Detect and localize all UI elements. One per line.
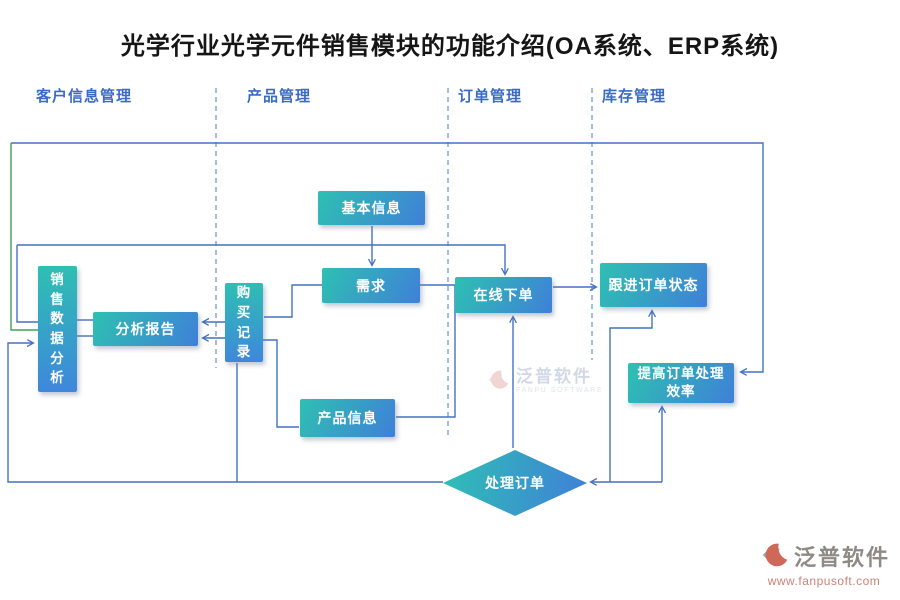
- node-demand-label: 需求: [356, 277, 386, 294]
- node-online-order-label: 在线下单: [473, 287, 534, 303]
- node-demand: 需求: [322, 268, 420, 303]
- node-sales-data-analysis-char: 数: [50, 311, 65, 327]
- node-basic-info-label: 基本信息: [341, 200, 402, 216]
- fanpu-logo-icon: [762, 543, 788, 567]
- lane-separators: [215, 88, 593, 436]
- node-purchase-record-char: 买: [236, 304, 252, 320]
- node-follow-order-status: 跟进订单状态: [600, 263, 707, 307]
- node-sales-data-analysis-char: 分: [50, 350, 65, 366]
- connector-demand-to-product-right: [396, 284, 456, 418]
- node-purchase-record: 购买记录: [225, 283, 263, 362]
- node-sales-data-analysis-char: 据: [50, 331, 65, 346]
- lane-header-3: 订单管理: [458, 88, 523, 105]
- lane-header-1: 客户信息管理: [36, 88, 133, 105]
- logo-company-name: 泛普软件: [793, 545, 890, 570]
- connector-top-frame-to-improve: [11, 142, 764, 372]
- node-sales-data-analysis-char: 析: [50, 370, 65, 386]
- page-title: 光学行业光学元件销售模块的功能介绍(OA系统、ERP系统): [120, 33, 780, 60]
- connector-blue-left-to-sales-data: [16, 245, 38, 323]
- watermark-en-text: FANPU SOFTWARE: [516, 386, 604, 394]
- connector-purchase-to-product-info: [263, 339, 299, 428]
- watermark-cn-text: 泛普软件: [516, 366, 592, 386]
- node-sales-data-analysis-char: 销: [50, 272, 65, 288]
- node-improve-efficiency: 提高订单处理效率: [628, 363, 734, 403]
- connector-mid-rail-to-online-order: [17, 244, 505, 274]
- node-product-info: 产品信息: [300, 399, 395, 437]
- node-sales-data-analysis-char: 售: [50, 291, 65, 307]
- node-follow-order-status-label: 跟进订单状态: [608, 277, 699, 293]
- node-purchase-record-char: 录: [236, 344, 252, 360]
- watermark: 泛普软件 FANPU SOFTWARE: [485, 367, 603, 394]
- lane-header-4: 库存管理: [602, 88, 667, 105]
- connector-green-left-to-sales-data: [10, 143, 38, 331]
- node-improve-efficiency-label: 提高订单处理效率: [637, 365, 725, 399]
- node-purchase-record-char: 记: [236, 324, 252, 340]
- connector-group: [7, 142, 764, 483]
- node-analysis-report: 分析报告: [93, 312, 198, 346]
- node-analysis-report-label: 分析报告: [115, 321, 176, 337]
- node-online-order: 在线下单: [455, 277, 552, 313]
- fanpu-logo: 泛普软件 www.fanpusoft.com: [758, 539, 890, 588]
- fanpu-logo-icon: [488, 370, 509, 389]
- node-purchase-record-char: 购: [236, 285, 252, 301]
- connector-elbow-to-follow-bottom: [609, 311, 652, 482]
- lane-header-2: 产品管理: [247, 88, 312, 105]
- node-process-order-label: 处理订单: [485, 475, 545, 491]
- node-sales-data-analysis: 销售数据分析: [38, 266, 77, 392]
- node-product-info-label: 产品信息: [317, 410, 378, 426]
- connector-demand-to-purchase-record: [264, 284, 322, 318]
- connector-bottom-rail-to-sales-data: [7, 343, 443, 483]
- logo-website-url: www.fanpusoft.com: [767, 574, 881, 588]
- node-basic-info: 基本信息: [318, 191, 425, 225]
